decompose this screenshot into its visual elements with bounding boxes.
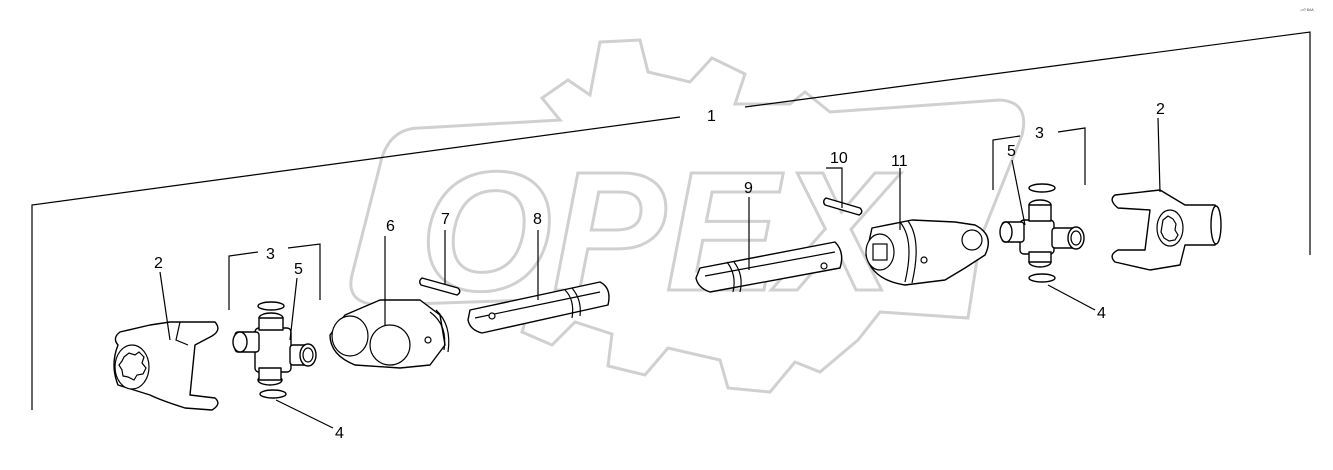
callout-4-right: 4: [1097, 305, 1106, 322]
callout-11: 11: [891, 153, 908, 170]
callout-5-left: 5: [294, 261, 303, 278]
callout-3-left: 3: [266, 246, 275, 263]
roll-pin-left: [419, 277, 461, 296]
assembly-bracket: [31, 31, 1311, 410]
callout-9: 9: [744, 180, 753, 197]
callout-labels: 1 2 2 3 3 4 4 5 5 6 7 8 9 10 11: [154, 101, 1165, 442]
left-spider-cross: [232, 312, 317, 386]
right-cap-seal-bottom: [1028, 273, 1056, 283]
left-yoke: [113, 321, 219, 411]
callout-6: 6: [386, 218, 395, 235]
corner-code: ▫ᵒ⁰ ᴮᴬᴬ: [1300, 8, 1314, 14]
roll-pin-right: [823, 197, 863, 216]
outer-tube: [467, 281, 610, 334]
callout-1: 1: [707, 108, 716, 125]
watermark-logo: OPEX: [349, 38, 1026, 394]
callout-2-left: 2: [154, 255, 163, 272]
right-yoke: [1111, 189, 1222, 271]
tube-yoke: [865, 219, 989, 286]
leader-lines: [159, 117, 1161, 429]
callout-5-right: 5: [1007, 143, 1016, 160]
callout-8: 8: [533, 211, 542, 228]
watermark-text: OPEX: [420, 137, 901, 327]
right-cap-seal-top: [1028, 183, 1056, 193]
callout-4-left: 4: [335, 425, 344, 442]
inner-tube: [695, 241, 843, 293]
left-cap-seal-top: [257, 301, 285, 311]
inner-yoke: [329, 299, 450, 369]
callout-2-right: 2: [1156, 101, 1165, 118]
callout-10: 10: [830, 150, 848, 167]
callout-7: 7: [441, 211, 450, 228]
left-cap-seal-bottom: [259, 389, 287, 399]
callout-3-right: 3: [1035, 125, 1044, 142]
right-spider-cross: [999, 199, 1085, 268]
